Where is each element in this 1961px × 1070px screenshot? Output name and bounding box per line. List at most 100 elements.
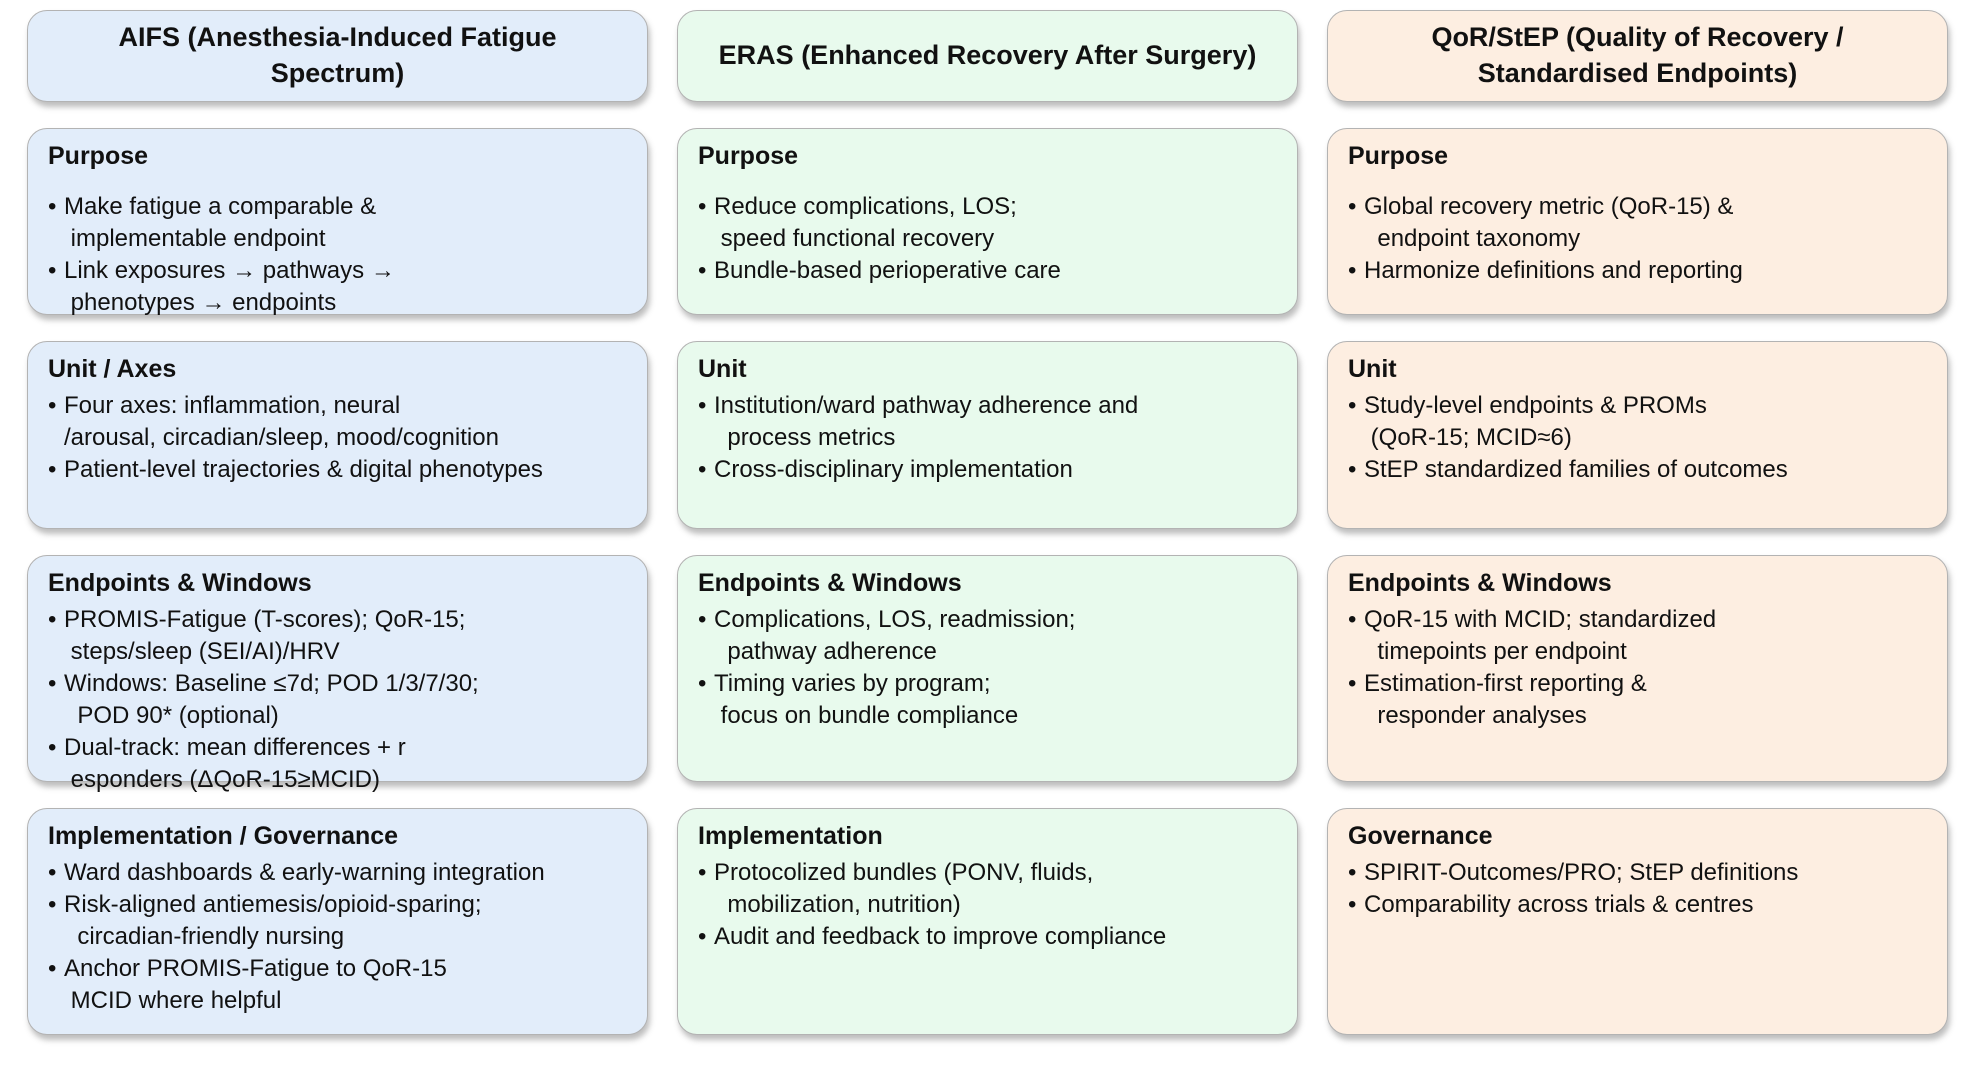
eras-purpose-card: Purpose • Reduce complications, LOS; spe… (677, 128, 1298, 315)
bullet-text: Windows: Baseline ≤7d; POD 1/3/7/30; POD… (64, 669, 479, 729)
bullet-text: Harmonize definitions and reporting (1364, 256, 1743, 284)
section-title: Governance (1348, 822, 1493, 850)
aifs-implementation-governance-card: Implementation / Governance • Ward dashb… (27, 808, 648, 1035)
bullet-text: Risk-aligned antiemesis/opioid-sparing; … (64, 890, 482, 950)
bullet-item: • Study-level endpoints & PROMs (QoR-15;… (1348, 390, 1929, 454)
bullet-item: • Global recovery metric (QoR-15) & endp… (1348, 191, 1929, 255)
bullet-text: SPIRIT-Outcomes/PRO; StEP definitions (1364, 859, 1799, 886)
section-title: Purpose (1348, 142, 1449, 170)
bullet-text: Anchor PROMIS-Fatigue to QoR-15 MCID whe… (64, 954, 447, 1014)
bullet-item: • Audit and feedback to improve complian… (698, 921, 1279, 953)
bullet-text: Cross-disciplinary implementation (714, 455, 1073, 483)
eras-header-title: ERAS (Enhanced Recovery After Surgery) (718, 40, 1257, 71)
eras-implementation-card: Implementation • Protocolized bundles (P… (677, 808, 1298, 1035)
bullet-text: Ward dashboards & early-warning integrat… (64, 859, 545, 886)
bullet-item: • Make fatigue a comparable & implementa… (48, 191, 629, 255)
bullet-text: Study-level endpoints & PROMs (QoR-15; M… (1364, 392, 1707, 451)
bullet-item: • Ward dashboards & early-warning integr… (48, 857, 629, 889)
bullet-dot: • (48, 193, 57, 220)
bullet-dot: • (1348, 392, 1357, 419)
bullet-dot: • (48, 455, 57, 483)
bullet-text: Patient-level trajectories & digital phe… (64, 455, 543, 483)
bullet-dot: • (48, 392, 57, 419)
bullet-dot: • (698, 669, 707, 697)
eras-endpoints-card: Endpoints & Windows • Complications, LOS… (677, 555, 1298, 782)
bullet-dot: • (1348, 455, 1357, 483)
bullet-item: • Estimation-first reporting & responder… (1348, 668, 1929, 732)
bullet-text: Dual-track: mean differences + r esponde… (64, 733, 406, 793)
bullet-item: • Cross-disciplinary implementation (698, 454, 1279, 486)
bullet-dot: • (1348, 859, 1357, 886)
aifs-unit-axes-card: Unit / Axes • Four axes: inflammation, n… (27, 341, 648, 529)
section-title: Endpoints & Windows (698, 569, 962, 597)
bullet-item: • Bundle-based perioperative care (698, 255, 1279, 287)
bullet-item: • Harmonize definitions and reporting (1348, 255, 1929, 287)
bullet-item: • Timing varies by program; focus on bun… (698, 668, 1279, 732)
section-title: Purpose (698, 142, 799, 170)
bullet-dot: • (48, 606, 57, 633)
bullet-item: • QoR-15 with MCID; standardized timepoi… (1348, 604, 1929, 668)
aifs-header-title: AIFS (Anesthesia-Induced Fatigue Spectru… (118, 22, 557, 88)
bullet-dot: • (698, 193, 707, 220)
bullet-item: • SPIRIT-Outcomes/PRO; StEP definitions (1348, 857, 1929, 889)
bullet-text: Timing varies by program; focus on bundl… (714, 669, 1019, 729)
qor-step-endpoints-card: Endpoints & Windows • QoR-15 with MCID; … (1327, 555, 1948, 782)
bullet-dot: • (1348, 669, 1357, 697)
bullet-item: • Reduce complications, LOS; speed funct… (698, 191, 1279, 255)
bullet-text: PROMIS-Fatigue (T-scores); QoR-15; steps… (64, 606, 466, 665)
bullet-dot: • (698, 922, 707, 950)
section-title: Unit (1348, 355, 1397, 383)
bullet-dot: • (48, 859, 57, 886)
bullet-text: Audit and feedback to improve compliance (714, 922, 1167, 950)
bullet-dot: • (1348, 890, 1357, 918)
bullet-dot: • (698, 392, 707, 419)
bullet-item: • Patient-level trajectories & digital p… (48, 454, 629, 486)
aifs-purpose-card: Purpose • Make fatigue a comparable & im… (27, 128, 648, 316)
bullet-dot: • (698, 606, 707, 633)
bullet-text: Institution/ward pathway adherence and p… (714, 392, 1139, 451)
aifs-endpoints-card: Endpoints & Windows • PROMIS-Fatigue (T-… (27, 555, 648, 793)
eras-header-card: ERAS (Enhanced Recovery After Surgery) (677, 10, 1298, 102)
bullet-text: Protocolized bundles (PONV, fluids, mobi… (714, 859, 1094, 918)
qor-step-header-card: QoR/StEP (Quality of Recovery / Standard… (1327, 10, 1948, 102)
section-title: Purpose (48, 142, 149, 170)
bullet-dot: • (48, 669, 57, 697)
section-title: Endpoints & Windows (1348, 569, 1612, 597)
bullet-text: Make fatigue a comparable & implementabl… (64, 193, 377, 252)
aifs-header-card: AIFS (Anesthesia-Induced Fatigue Spectru… (27, 10, 648, 102)
qor-step-governance-card: Governance • SPIRIT-Outcomes/PRO; StEP d… (1327, 808, 1948, 1035)
bullet-text: Bundle-based perioperative care (714, 256, 1061, 284)
bullet-text: Reduce complications, LOS; speed functio… (714, 193, 1017, 252)
bullet-item: • Anchor PROMIS-Fatigue to QoR-15 MCID w… (48, 953, 629, 1017)
bullet-text: Four axes: inflammation, neural /arousal… (64, 392, 499, 451)
section-title: Unit (698, 355, 747, 383)
bullet-dot: • (48, 954, 57, 982)
bullet-dot: • (698, 859, 707, 886)
bullet-dot: • (1348, 606, 1357, 633)
qor-step-header-title: QoR/StEP (Quality of Recovery / Standard… (1431, 22, 1844, 88)
bullet-item: • Windows: Baseline ≤7d; POD 1/3/7/30; P… (48, 668, 629, 732)
bullet-item: • Four axes: inflammation, neural /arous… (48, 390, 629, 454)
bullet-item: • Dual-track: mean differences + r espon… (48, 732, 629, 796)
bullet-dot: • (48, 256, 57, 284)
bullet-dot: • (698, 455, 707, 483)
bullet-text: Comparability across trials & centres (1364, 890, 1754, 918)
bullet-dot: • (48, 733, 57, 761)
bullet-dot: • (698, 256, 707, 284)
section-title: Unit / Axes (48, 355, 177, 383)
bullet-item: • StEP standardized families of outcomes (1348, 454, 1929, 486)
bullet-dot: • (1348, 193, 1357, 220)
bullet-item: • PROMIS-Fatigue (T-scores); QoR-15; ste… (48, 604, 629, 668)
bullet-item: • Risk-aligned antiemesis/opioid-sparing… (48, 889, 629, 953)
section-title: Endpoints & Windows (48, 569, 312, 597)
qor-step-unit-card: Unit • Study-level endpoints & PROMs (Qo… (1327, 341, 1948, 529)
bullet-item: • Link exposures → pathways → phenotypes… (48, 255, 629, 319)
bullet-dot: • (1348, 256, 1357, 284)
bullet-text: Global recovery metric (QoR-15) & endpoi… (1364, 193, 1734, 252)
bullet-item: • Comparability across trials & centres (1348, 889, 1929, 921)
bullet-dot: • (48, 890, 57, 918)
bullet-text: QoR-15 with MCID; standardized timepoint… (1364, 606, 1717, 665)
bullet-text: StEP standardized families of outcomes (1364, 455, 1788, 483)
qor-step-purpose-card: Purpose • Global recovery metric (QoR-15… (1327, 128, 1948, 315)
section-title: Implementation (698, 822, 883, 850)
